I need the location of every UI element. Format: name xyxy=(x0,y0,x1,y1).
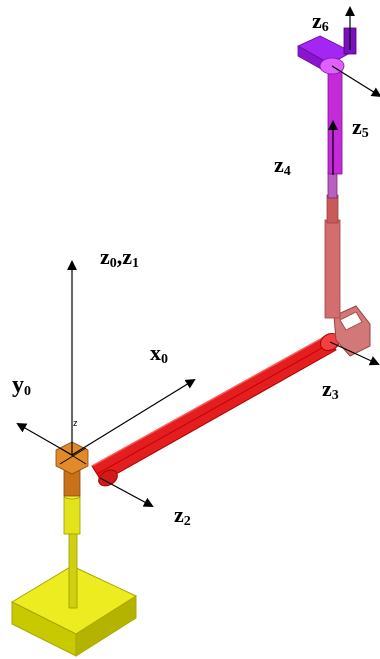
axis-labels: z6 z5 z4 z0,z1 x0 y0 z3 z2 z xyxy=(12,8,369,529)
label-z2: z2 xyxy=(174,502,191,529)
wrist-assembly xyxy=(297,27,357,175)
label-z6: z6 xyxy=(312,8,329,35)
label-x0: x0 xyxy=(150,340,168,367)
forearm-link xyxy=(324,171,341,319)
label-z3: z3 xyxy=(322,376,339,403)
label-z5: z5 xyxy=(352,114,369,141)
axis-z3 xyxy=(329,341,380,366)
axis-z5 xyxy=(331,65,380,98)
axis-x0 xyxy=(71,378,196,456)
label-y0: y0 xyxy=(12,372,31,399)
upper-arm-link xyxy=(91,335,337,487)
label-z4: z4 xyxy=(274,152,291,179)
label-tiny-z: z xyxy=(73,418,78,428)
label-z0z1: z0,z1 xyxy=(100,244,139,271)
axis-z2 xyxy=(99,477,154,507)
axes xyxy=(16,6,380,507)
joint-marker-y xyxy=(59,447,87,465)
